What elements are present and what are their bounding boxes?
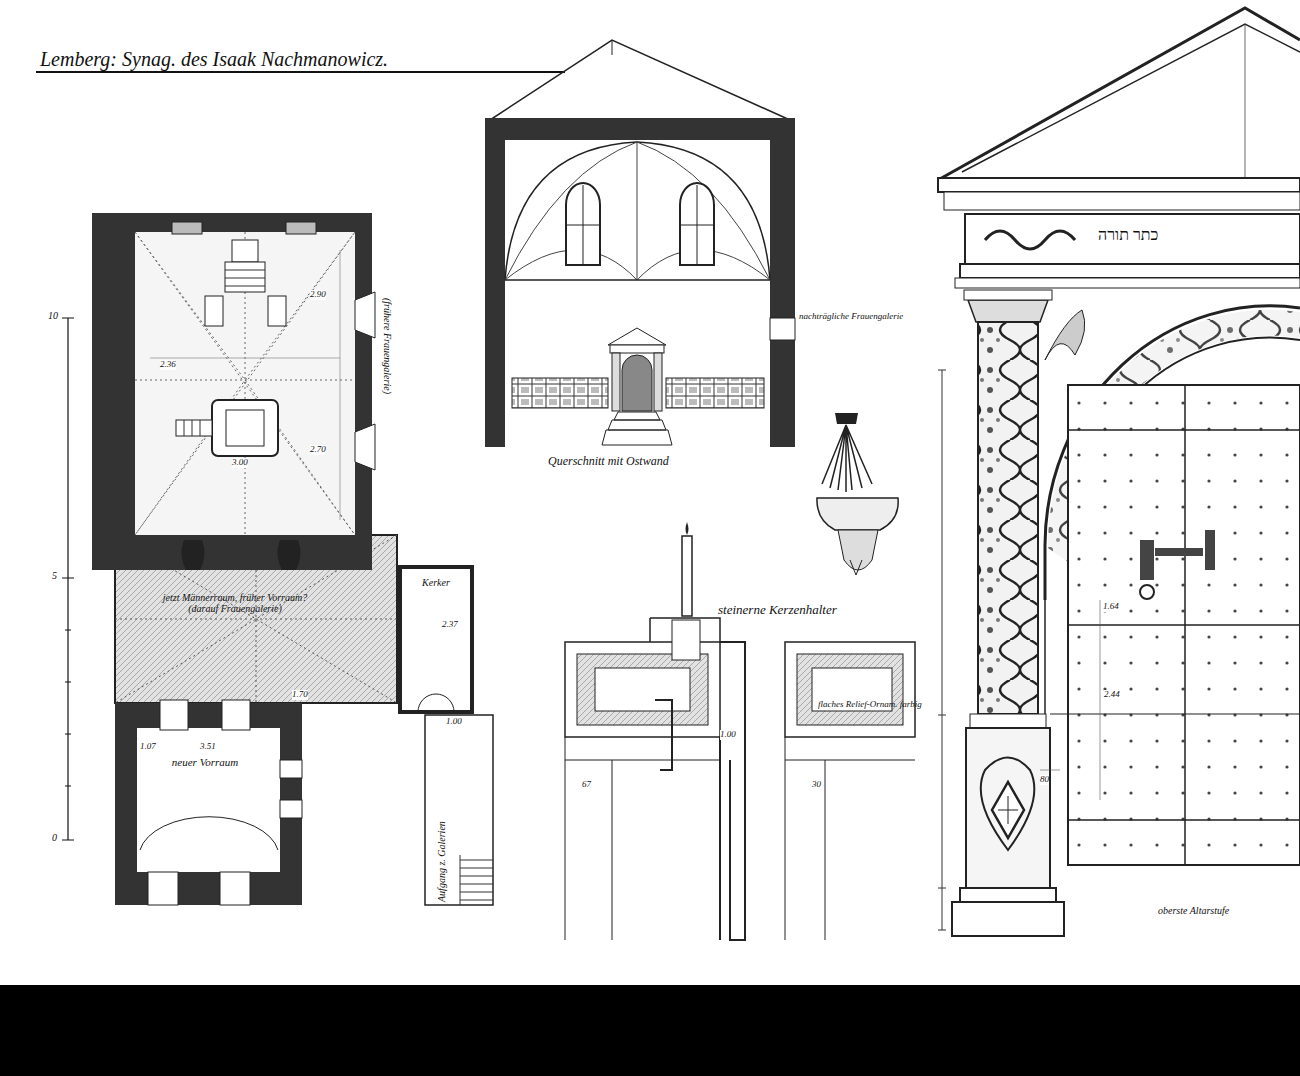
- annotation: Querschnitt mit Ostwand: [548, 455, 669, 468]
- annotation: steinerne Kerzenhalter: [718, 603, 837, 617]
- border-band: [0, 985, 1300, 1076]
- annotation: (frühere Frauengalerie): [382, 298, 393, 394]
- dimension: 1.00: [446, 717, 462, 727]
- room-label: neuer Vorraum: [150, 756, 260, 768]
- wall-panels: [565, 522, 915, 940]
- room: jetzt Männerraum, früher Vorraum? (darau…: [160, 592, 310, 614]
- dimension: 80: [1040, 775, 1049, 785]
- room: Kerker: [404, 577, 468, 588]
- room-label: jetzt Männerraum, früher Vorraum? (darau…: [160, 592, 310, 614]
- dimension: 0: [52, 832, 57, 843]
- dimension: 5: [52, 570, 57, 581]
- room-label: Kerker: [404, 577, 468, 588]
- candle-holder: [817, 413, 898, 575]
- annotation: oberste Altarstufe: [1158, 905, 1229, 916]
- dimension: 2.90: [310, 290, 326, 300]
- dimension: 1.07: [140, 742, 156, 752]
- dimension: 2.70: [310, 445, 326, 455]
- dimension: 10: [48, 310, 58, 321]
- title-underline: [36, 71, 565, 73]
- dimension: 67: [582, 780, 591, 790]
- dimension: 30: [812, 780, 821, 790]
- ark-portal: [938, 8, 1300, 936]
- room: neuer Vorraum: [150, 756, 260, 768]
- annotation: flaches Relief-Ornam. farbig: [818, 700, 922, 710]
- annotation: nachträgliche Frauengalerie: [799, 312, 903, 322]
- dimension: 2.36: [160, 360, 176, 370]
- annotation: Aufgang z. Galerien: [436, 821, 447, 902]
- annotation: כתר תורה: [1098, 226, 1158, 244]
- cross-section: [485, 40, 795, 447]
- dimension: 3.51: [200, 742, 216, 752]
- drawing-title: Lemberg: Synag. des Isaak Nachmanowicz.: [40, 48, 388, 70]
- dimension: 1.00: [720, 730, 736, 740]
- dimension: 2.37: [442, 620, 458, 630]
- floor-plan: [62, 213, 493, 905]
- dimension: 2.44: [1104, 690, 1120, 700]
- dimension: 1.64: [1103, 602, 1119, 612]
- dimension: 3.00: [232, 458, 248, 468]
- dimension: 1.70: [292, 690, 308, 700]
